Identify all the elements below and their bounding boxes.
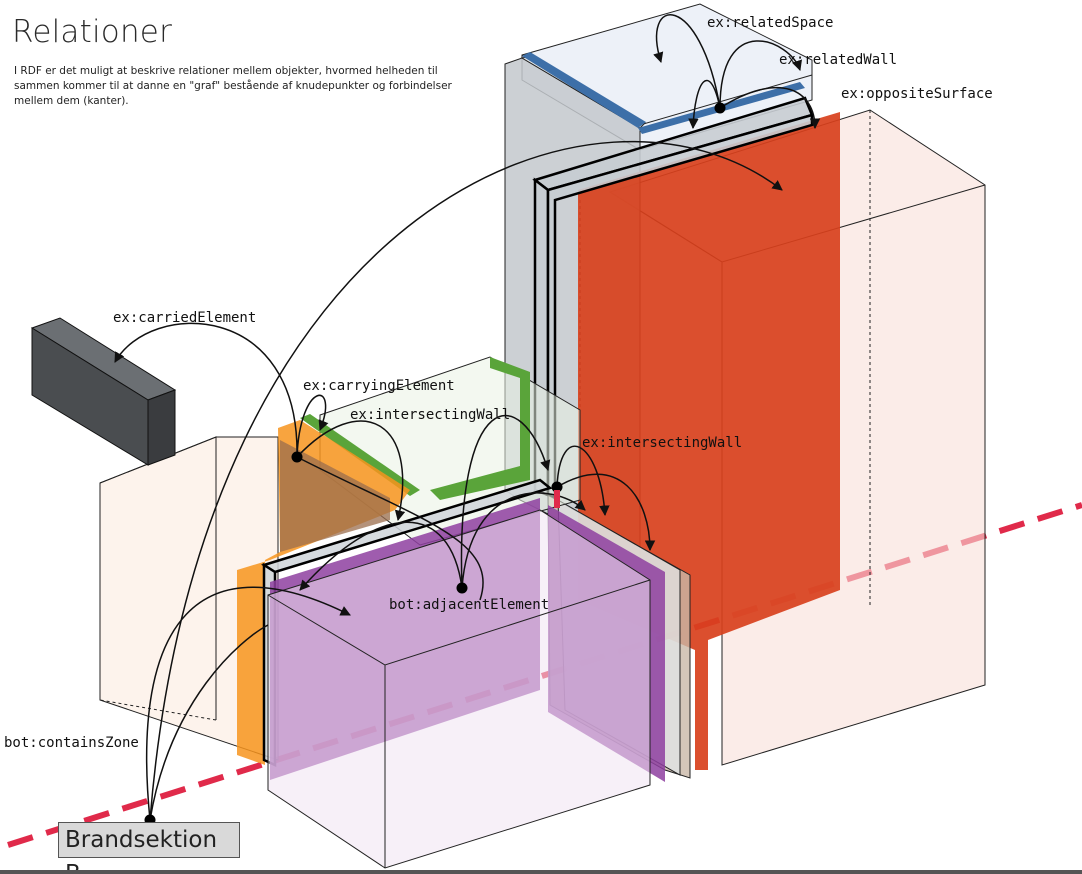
node-adjacent bbox=[456, 582, 468, 594]
arrow-contains-zone-1 bbox=[146, 586, 351, 821]
carrying-element-face-2 bbox=[300, 414, 420, 496]
arrow-related-wall bbox=[719, 40, 802, 109]
space-front bbox=[267, 509, 651, 869]
arrow-adjacent-front bbox=[296, 456, 484, 601]
label-carrying-element: ex:carryingElement bbox=[303, 378, 455, 394]
arrow-intersecting-2 bbox=[556, 445, 610, 517]
page-title: Relationer bbox=[12, 14, 173, 50]
orange-brown bbox=[280, 440, 390, 552]
label-intersecting-wall-2: ex:intersectingWall bbox=[582, 435, 743, 451]
label-contains-zone: bot:containsZone bbox=[4, 735, 139, 751]
label-carried-element: ex:carriedElement bbox=[113, 310, 257, 326]
label-opposite-surface: ex:oppositeSurface bbox=[841, 86, 993, 102]
label-related-space: ex:relatedSpace bbox=[707, 15, 834, 31]
label-related-wall: ex:relatedWall bbox=[779, 52, 898, 68]
node-carrying bbox=[291, 451, 303, 463]
arrow-related-wall-2 bbox=[688, 79, 721, 130]
carrying-element-face bbox=[430, 357, 530, 500]
arrow-adjacent-right bbox=[461, 492, 586, 589]
relation-arrows bbox=[114, 14, 821, 821]
arrow-intersecting-2b bbox=[556, 473, 656, 552]
arrow-related-space bbox=[653, 14, 721, 109]
red-marker bbox=[554, 490, 560, 508]
arrow-opposite-surface bbox=[719, 86, 821, 130]
arrow-adjacent-left bbox=[299, 521, 463, 591]
carried-element-block bbox=[30, 317, 177, 466]
node-intersecting bbox=[551, 481, 563, 493]
arrow-intersecting-1 bbox=[296, 420, 406, 522]
arrow-carried-element bbox=[114, 322, 298, 458]
arrow-opposite-surface-big bbox=[149, 140, 783, 821]
zone-label-box: Brandsektion B bbox=[58, 822, 240, 874]
arrow-contains-zone-2 bbox=[149, 624, 269, 821]
intro-text: I RDF er det muligt at beskrive relation… bbox=[14, 65, 452, 107]
related-wall-edge bbox=[522, 52, 646, 128]
label-intersecting-wall-1: ex:intersectingWall bbox=[350, 407, 511, 423]
label-adjacent-element: bot:adjacentElement bbox=[389, 597, 550, 613]
arrow-carrying-element bbox=[296, 394, 329, 458]
bottom-border bbox=[0, 870, 1082, 874]
arrow-intersecting-1b bbox=[460, 414, 551, 589]
space-left bbox=[99, 436, 279, 761]
node-wall-top bbox=[714, 102, 726, 114]
